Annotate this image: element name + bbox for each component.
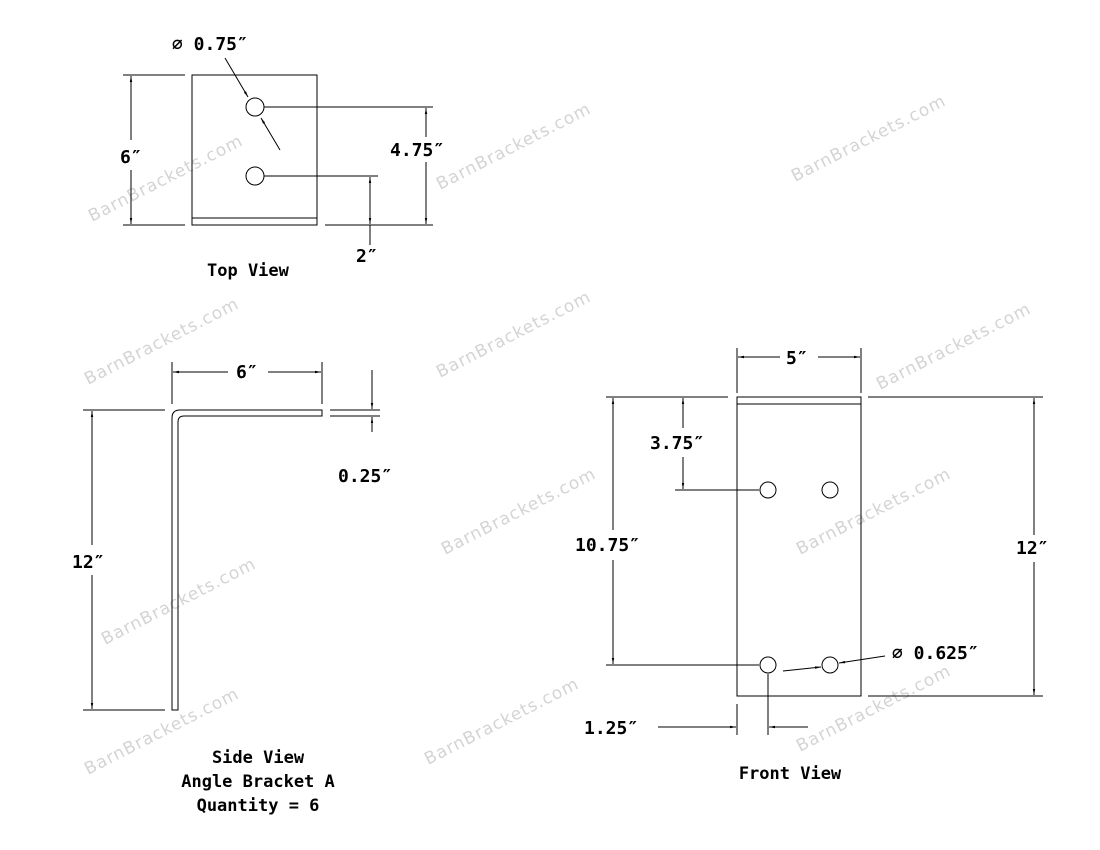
front-hole-diameter: ∅ 0.625″ (892, 643, 979, 664)
top-view-title: Top View (207, 261, 290, 281)
top-width-dim: 6″ (120, 147, 142, 168)
hole (759, 656, 777, 674)
watermark: BarnBrackets.com (788, 91, 949, 186)
top-hole2-dim: 2″ (356, 246, 378, 267)
side-height-dim: 12″ (72, 552, 105, 573)
front-view-title: Front View (739, 764, 842, 784)
side-thickness-dim: 0.25″ (338, 466, 392, 487)
top-view: 6″ 4.75″ 2″ ∅ 0.75″ Top View (120, 34, 444, 281)
hole (245, 97, 265, 117)
top-view-plate (191, 74, 318, 226)
hole (821, 481, 839, 499)
watermark: BarnBrackets.com (793, 661, 954, 756)
hole (245, 166, 265, 186)
angle-profile (171, 409, 323, 711)
part-name: Angle Bracket A (181, 772, 335, 792)
front-lower-hole-dim: 10.75″ (575, 535, 640, 556)
watermark: BarnBrackets.com (81, 294, 242, 389)
top-hole-diameter: ∅ 0.75″ (172, 34, 248, 55)
hole (821, 656, 839, 674)
watermarks: BarnBrackets.com BarnBrackets.com BarnBr… (81, 91, 1034, 779)
front-width-dim: 5″ (786, 348, 808, 369)
side-view: 6″ 12″ 0.25″ Side View Angle Bracket A Q… (72, 362, 392, 816)
part-quantity: Quantity = 6 (197, 796, 320, 816)
watermark: BarnBrackets.com (433, 99, 594, 194)
front-edge-dim: 1.25″ (584, 718, 638, 739)
watermark: BarnBrackets.com (421, 674, 582, 769)
watermark: BarnBrackets.com (85, 131, 246, 226)
watermark: BarnBrackets.com (433, 287, 594, 382)
watermark: BarnBrackets.com (98, 554, 259, 649)
front-height-dim: 12″ (1016, 538, 1049, 559)
watermark: BarnBrackets.com (793, 464, 954, 559)
hole (759, 481, 777, 499)
front-view: 5″ 12″ 10.75″ 3.75″ 1.25″ ∅ 0.625″ Front… (575, 348, 1049, 784)
front-view-plate (736, 396, 862, 697)
side-view-title: Side View (212, 748, 305, 768)
side-leg-dim: 6″ (236, 362, 258, 383)
watermark: BarnBrackets.com (873, 299, 1034, 394)
front-upper-hole-dim: 3.75″ (650, 433, 704, 454)
top-hole1-dim: 4.75″ (390, 140, 444, 161)
